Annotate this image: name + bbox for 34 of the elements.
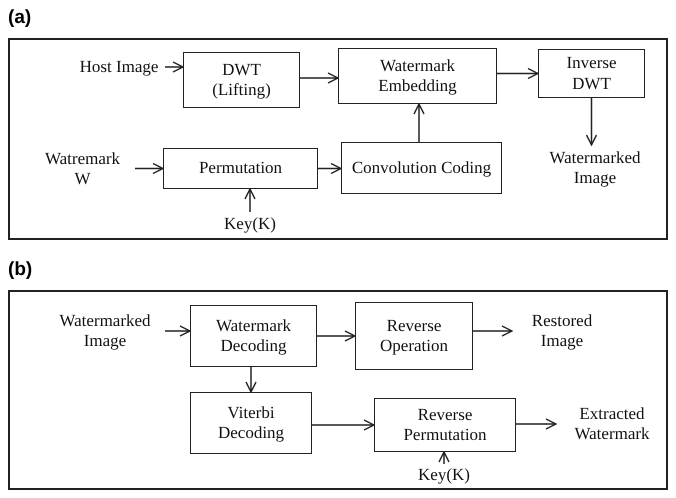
- arrow: [135, 162, 164, 174]
- text-label: Watermarked Image: [45, 308, 165, 354]
- text-label: Extracted Watermark: [556, 400, 668, 448]
- arrow: [165, 61, 184, 73]
- text-label: Watermarked Image: [535, 145, 655, 191]
- arrow: [438, 451, 450, 464]
- arrow: [516, 418, 557, 430]
- process-box: Permutation: [163, 148, 318, 189]
- process-box: DWT (Lifting): [183, 52, 300, 108]
- arrow: [413, 103, 425, 142]
- arrow: [165, 325, 191, 337]
- text-label: Watremark W: [30, 146, 135, 192]
- arrow: [244, 188, 256, 212]
- process-box: Viterbi Decoding: [190, 392, 312, 454]
- arrow: [245, 367, 257, 393]
- arrow: [317, 330, 356, 342]
- process-box: Reverse Permutation: [374, 398, 516, 452]
- arrow: [300, 72, 339, 84]
- text-label: Restored Image: [512, 308, 612, 354]
- panel-label: (b): [8, 258, 32, 282]
- arrow: [586, 98, 598, 146]
- process-box: Watermark Decoding: [190, 305, 317, 367]
- text-label: Key(K): [205, 212, 295, 236]
- process-box: Convolution Coding: [341, 142, 502, 194]
- arrow: [497, 68, 539, 80]
- text-label: Key(K): [400, 464, 488, 486]
- arrow: [312, 419, 375, 431]
- process-box: Watermark Embedding: [338, 48, 497, 104]
- arrow: [473, 325, 513, 337]
- text-label: Host Image: [73, 54, 165, 80]
- process-box: Inverse DWT: [538, 49, 645, 98]
- process-box: Reverse Operation: [355, 302, 473, 370]
- panel-label: (a): [8, 6, 32, 30]
- arrow: [318, 162, 342, 174]
